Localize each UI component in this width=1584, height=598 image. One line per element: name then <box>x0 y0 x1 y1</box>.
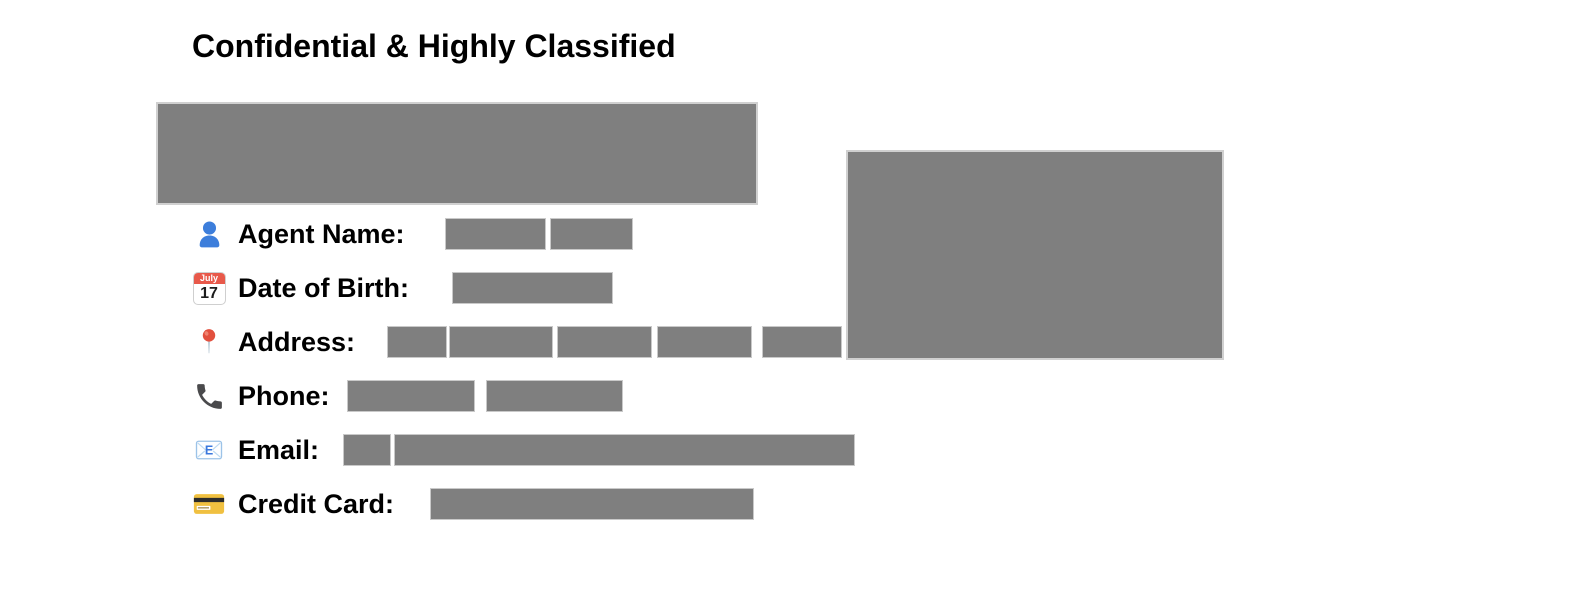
svg-text:E: E <box>205 444 213 458</box>
redacted-value-segment <box>445 218 546 250</box>
field-label: Phone: <box>238 381 330 411</box>
redacted-value-segment <box>657 326 752 358</box>
field-label: Agent Name: <box>238 219 405 249</box>
redacted-value-segment <box>486 380 623 412</box>
redacted-value-segment <box>557 326 652 358</box>
calendar-month-label: July <box>193 272 225 284</box>
field-label: Email: <box>238 435 320 465</box>
redacted-block-header <box>156 102 758 205</box>
field-row-credit-card: Credit Card: <box>0 486 1584 522</box>
field-label: Address: <box>238 327 356 357</box>
redacted-value-segment <box>550 218 633 250</box>
redacted-value-segment <box>762 326 842 358</box>
redacted-value-segment <box>430 488 754 520</box>
pushpin-icon <box>188 324 230 360</box>
redacted-value-segment <box>449 326 553 358</box>
field-row-email: E Email: <box>0 432 1584 468</box>
redacted-value-segment <box>394 434 855 466</box>
calendar-icon: July 17 <box>188 270 230 306</box>
person-icon <box>188 216 230 252</box>
phone-icon <box>188 378 230 414</box>
field-row-date-of-birth: July 17 Date of Birth: <box>0 270 1584 306</box>
redacted-value-segment <box>452 272 613 304</box>
calendar-day-label: 17 <box>200 284 218 302</box>
redacted-block-photo <box>846 150 1224 360</box>
redacted-value-segment <box>343 434 391 466</box>
field-row-phone: Phone: <box>0 378 1584 414</box>
redacted-value-segment <box>347 380 475 412</box>
page-title: Confidential & Highly Classified <box>192 28 676 64</box>
credit-card-icon <box>188 486 230 522</box>
field-label: Credit Card: <box>238 489 395 519</box>
redacted-value-segment <box>387 326 447 358</box>
field-label: Date of Birth: <box>238 273 409 303</box>
field-row-address: Address: <box>0 324 1584 360</box>
field-row-agent-name: Agent Name: <box>0 216 1584 252</box>
email-icon: E <box>188 432 230 468</box>
